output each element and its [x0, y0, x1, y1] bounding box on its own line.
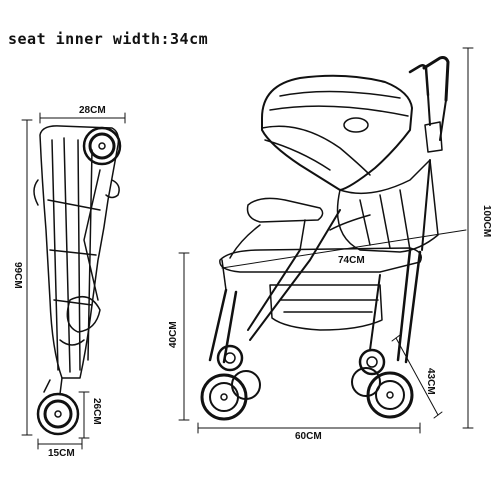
handle-height-label: 100CM [481, 205, 492, 238]
wheel-width-label: 15CM [48, 448, 75, 459]
base-width-label: 60CM [295, 431, 322, 442]
open-stroller [200, 56, 450, 421]
seat-height-label: 40CM [168, 321, 179, 348]
dimension-lines [21, 47, 474, 450]
folded-height-label: 99CM [12, 262, 23, 289]
seat-width-title: seat inner width:34cm [8, 30, 209, 48]
folded-width-label: 28CM [79, 105, 106, 116]
wheel-height-label: 26CM [91, 398, 102, 425]
folded-stroller [33, 125, 122, 436]
handle-span-label: 74CM [338, 255, 365, 266]
wheelbase-depth-label: 43CM [425, 368, 436, 395]
